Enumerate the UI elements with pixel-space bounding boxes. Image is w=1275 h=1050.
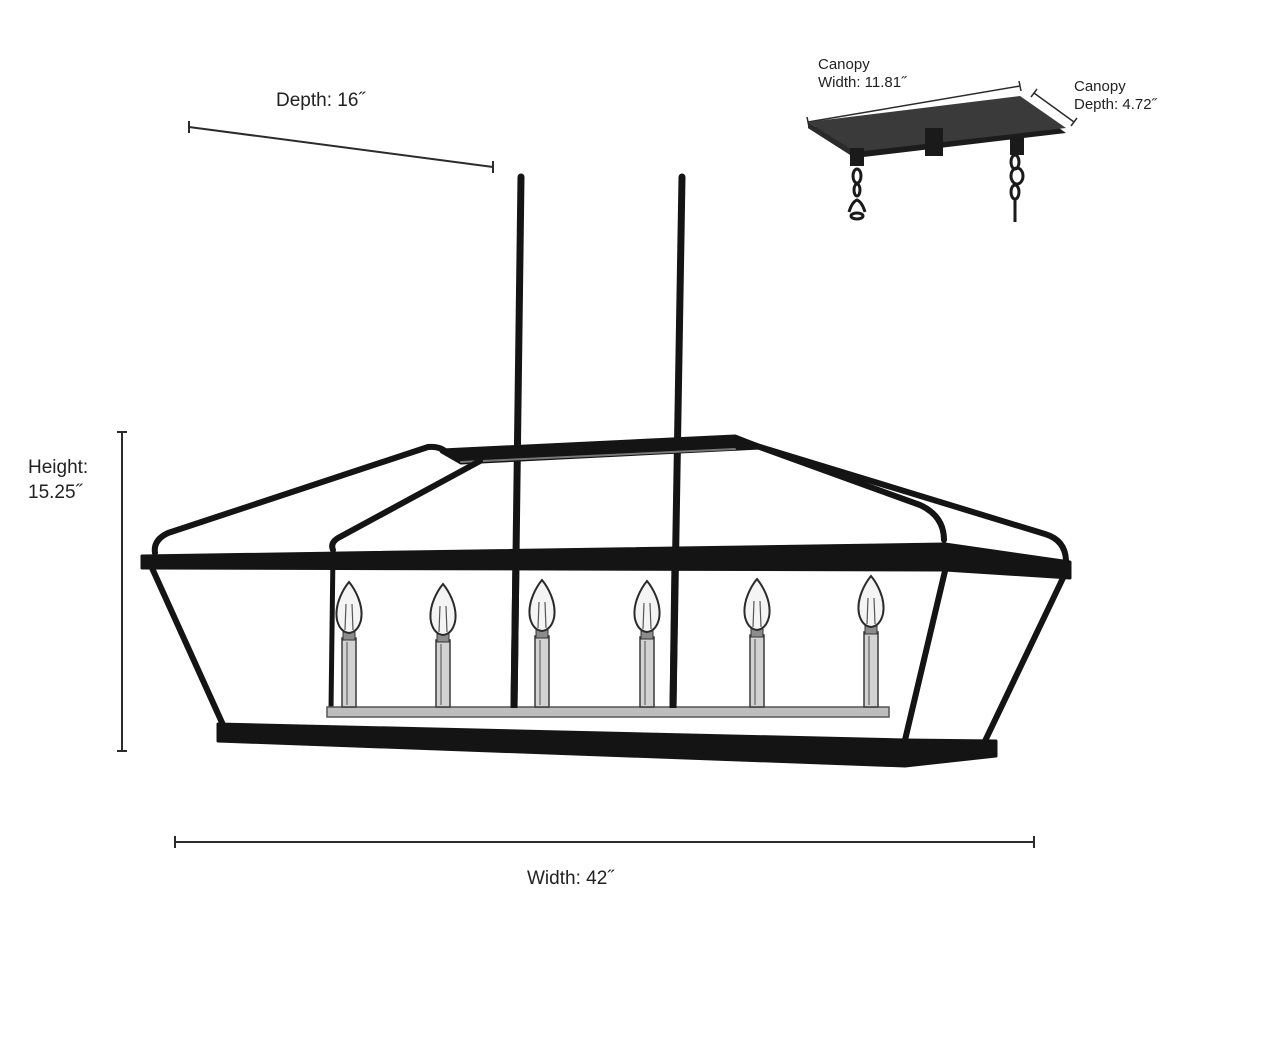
candle-bar bbox=[326, 706, 890, 718]
bulb-2 bbox=[429, 582, 457, 708]
width-dimension-line bbox=[174, 836, 1035, 848]
bulb-6 bbox=[857, 574, 885, 708]
bulb-glass bbox=[335, 580, 363, 635]
candle-sleeve bbox=[863, 631, 879, 708]
candle-sleeve bbox=[341, 637, 357, 708]
bulb-filament bbox=[438, 605, 448, 633]
height-dimension-line bbox=[117, 431, 127, 752]
bulb-filament bbox=[537, 601, 547, 629]
canopy-chain-left bbox=[847, 167, 867, 221]
bulb-1 bbox=[335, 580, 363, 708]
fixture-frame bbox=[140, 173, 1072, 768]
canopy-depth-label-line1: Canopy bbox=[1074, 78, 1126, 95]
bulb-glass bbox=[857, 574, 885, 629]
candle-sleeve bbox=[749, 634, 765, 708]
canopy-depth-dimension-line bbox=[1030, 88, 1078, 127]
candle-sleeve bbox=[639, 636, 655, 708]
bulb-filament bbox=[752, 600, 762, 628]
bulb-5 bbox=[743, 577, 771, 708]
bulb-glass bbox=[528, 578, 556, 633]
canopy-chain-right bbox=[1009, 153, 1025, 222]
candle-sleeve bbox=[534, 635, 550, 708]
depth-label: Depth: 16˝ bbox=[276, 90, 365, 111]
bulb-3 bbox=[528, 578, 556, 708]
bulb-glass bbox=[633, 579, 661, 634]
height-label-line2: 15.25˝ bbox=[28, 482, 82, 503]
candle-sleeve bbox=[435, 639, 451, 708]
bulbs-group bbox=[335, 574, 885, 708]
canopy-width-label-line1: Canopy bbox=[818, 56, 870, 73]
canopy-depth-label-line2: Depth: 4.72˝ bbox=[1074, 96, 1157, 113]
bulb-filament bbox=[866, 597, 876, 625]
bulb-glass bbox=[743, 577, 771, 632]
canopy-plate bbox=[808, 96, 1066, 166]
bulb-4 bbox=[633, 579, 661, 708]
rods-front bbox=[510, 559, 679, 709]
width-label: Width: 42˝ bbox=[527, 868, 614, 889]
bulb-filament bbox=[642, 602, 652, 630]
canopy-width-label-line2: Width: 11.81˝ bbox=[818, 74, 907, 91]
height-label-line1: Height: bbox=[28, 457, 89, 478]
bulb-glass bbox=[429, 582, 457, 637]
depth-dimension-line bbox=[188, 121, 494, 173]
bulb-filament bbox=[344, 603, 354, 631]
